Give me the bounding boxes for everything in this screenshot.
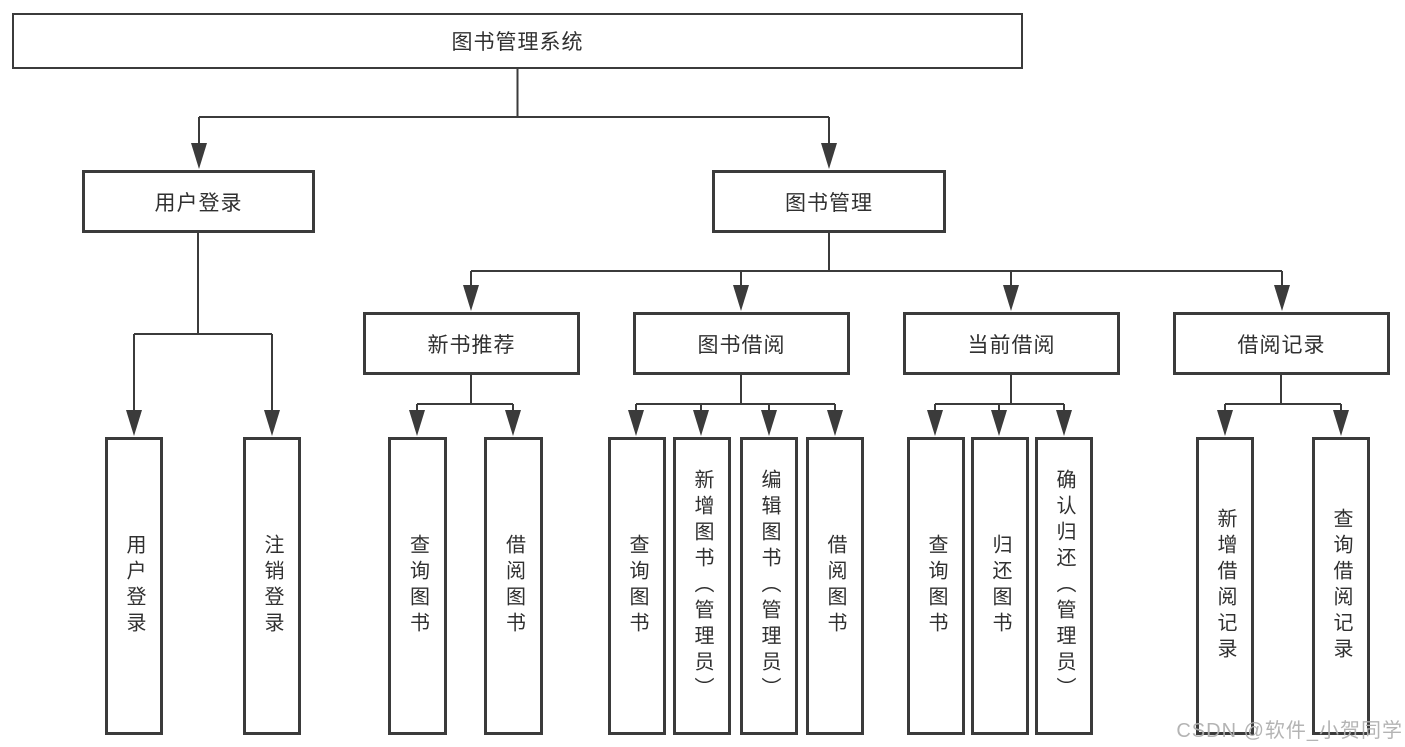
leaf-query-books-recommend-label: 查询图书 (406, 534, 429, 638)
leaf-confirm-return-admin-label: 确认归还（管理员） (1053, 469, 1075, 703)
leaf-borrow-books-label: 借阅图书 (824, 534, 846, 638)
arrow-down-icon (463, 285, 479, 311)
arrow-down-icon (191, 143, 207, 169)
node-book-management: 图书管理 (712, 170, 946, 233)
arrow-down-icon (1217, 410, 1233, 436)
arrow-down-icon (505, 410, 521, 436)
arrow-down-icon (827, 410, 843, 436)
arrow-down-icon (991, 410, 1007, 436)
leaf-query-borrow-record: 查询借阅记录 (1312, 437, 1370, 735)
node-book-borrow: 图书借阅 (633, 312, 850, 375)
arrow-down-icon (1274, 285, 1290, 311)
node-system-root: 图书管理系统 (12, 13, 1023, 69)
node-book-borrow-label: 图书借阅 (697, 333, 786, 357)
arrowhead-icons (126, 143, 1349, 436)
node-new-book-recommend: 新书推荐 (363, 312, 580, 375)
leaf-add-books-admin-label: 新增图书（管理员） (691, 469, 713, 703)
arrow-down-icon (628, 410, 644, 436)
node-user-login: 用户登录 (82, 170, 315, 233)
leaf-query-books-borrow: 查询图书 (608, 437, 666, 735)
leaf-query-books-recommend: 查询图书 (388, 437, 447, 735)
csdn-watermark: CSDN @软件_小贺同学 (1176, 720, 1403, 742)
node-book-management-label: 图书管理 (785, 191, 873, 215)
arrow-down-icon (1056, 410, 1072, 436)
arrow-down-icon (693, 410, 709, 436)
node-borrow-records: 借阅记录 (1173, 312, 1390, 375)
leaf-user-login-label: 用户登录 (123, 534, 145, 638)
leaf-user-login: 用户登录 (105, 437, 163, 735)
arrow-down-icon (821, 143, 837, 169)
leaf-return-books-label: 归还图书 (989, 534, 1011, 638)
tree-edges (133, 69, 1342, 414)
leaf-add-borrow-record: 新增借阅记录 (1196, 437, 1254, 735)
leaf-edit-books-admin-label: 编辑图书（管理员） (758, 469, 780, 703)
arrow-down-icon (264, 410, 280, 436)
leaf-query-borrow-record-label: 查询借阅记录 (1330, 508, 1352, 664)
arrow-down-icon (1333, 410, 1349, 436)
leaf-add-books-admin: 新增图书（管理员） (673, 437, 731, 735)
leaf-query-books-borrow-label: 查询图书 (626, 534, 648, 638)
leaf-borrow-books-recommend-label: 借阅图书 (502, 534, 525, 638)
arrow-down-icon (761, 410, 777, 436)
leaf-edit-books-admin: 编辑图书（管理员） (740, 437, 798, 735)
leaf-borrow-books-recommend: 借阅图书 (484, 437, 543, 735)
arrow-down-icon (733, 285, 749, 311)
arrow-down-icon (1003, 285, 1019, 311)
arrow-down-icon (927, 410, 943, 436)
node-new-book-recommend-label: 新书推荐 (427, 333, 516, 357)
arrow-down-icon (126, 410, 142, 436)
node-borrow-records-label: 借阅记录 (1237, 333, 1326, 357)
node-current-borrow-label: 当前借阅 (967, 333, 1056, 357)
leaf-borrow-books: 借阅图书 (806, 437, 864, 735)
leaf-query-books-current-label: 查询图书 (925, 534, 947, 638)
leaf-return-books: 归还图书 (971, 437, 1029, 735)
leaf-logout: 注销登录 (243, 437, 301, 735)
arrow-down-icon (409, 410, 425, 436)
node-current-borrow: 当前借阅 (903, 312, 1120, 375)
node-user-login-label: 用户登录 (154, 191, 243, 215)
node-system-root-label: 图书管理系统 (451, 31, 584, 54)
leaf-add-borrow-record-label: 新增借阅记录 (1214, 508, 1236, 664)
leaf-confirm-return-admin: 确认归还（管理员） (1035, 437, 1093, 735)
leaf-query-books-current: 查询图书 (907, 437, 965, 735)
leaf-logout-label: 注销登录 (261, 534, 283, 638)
